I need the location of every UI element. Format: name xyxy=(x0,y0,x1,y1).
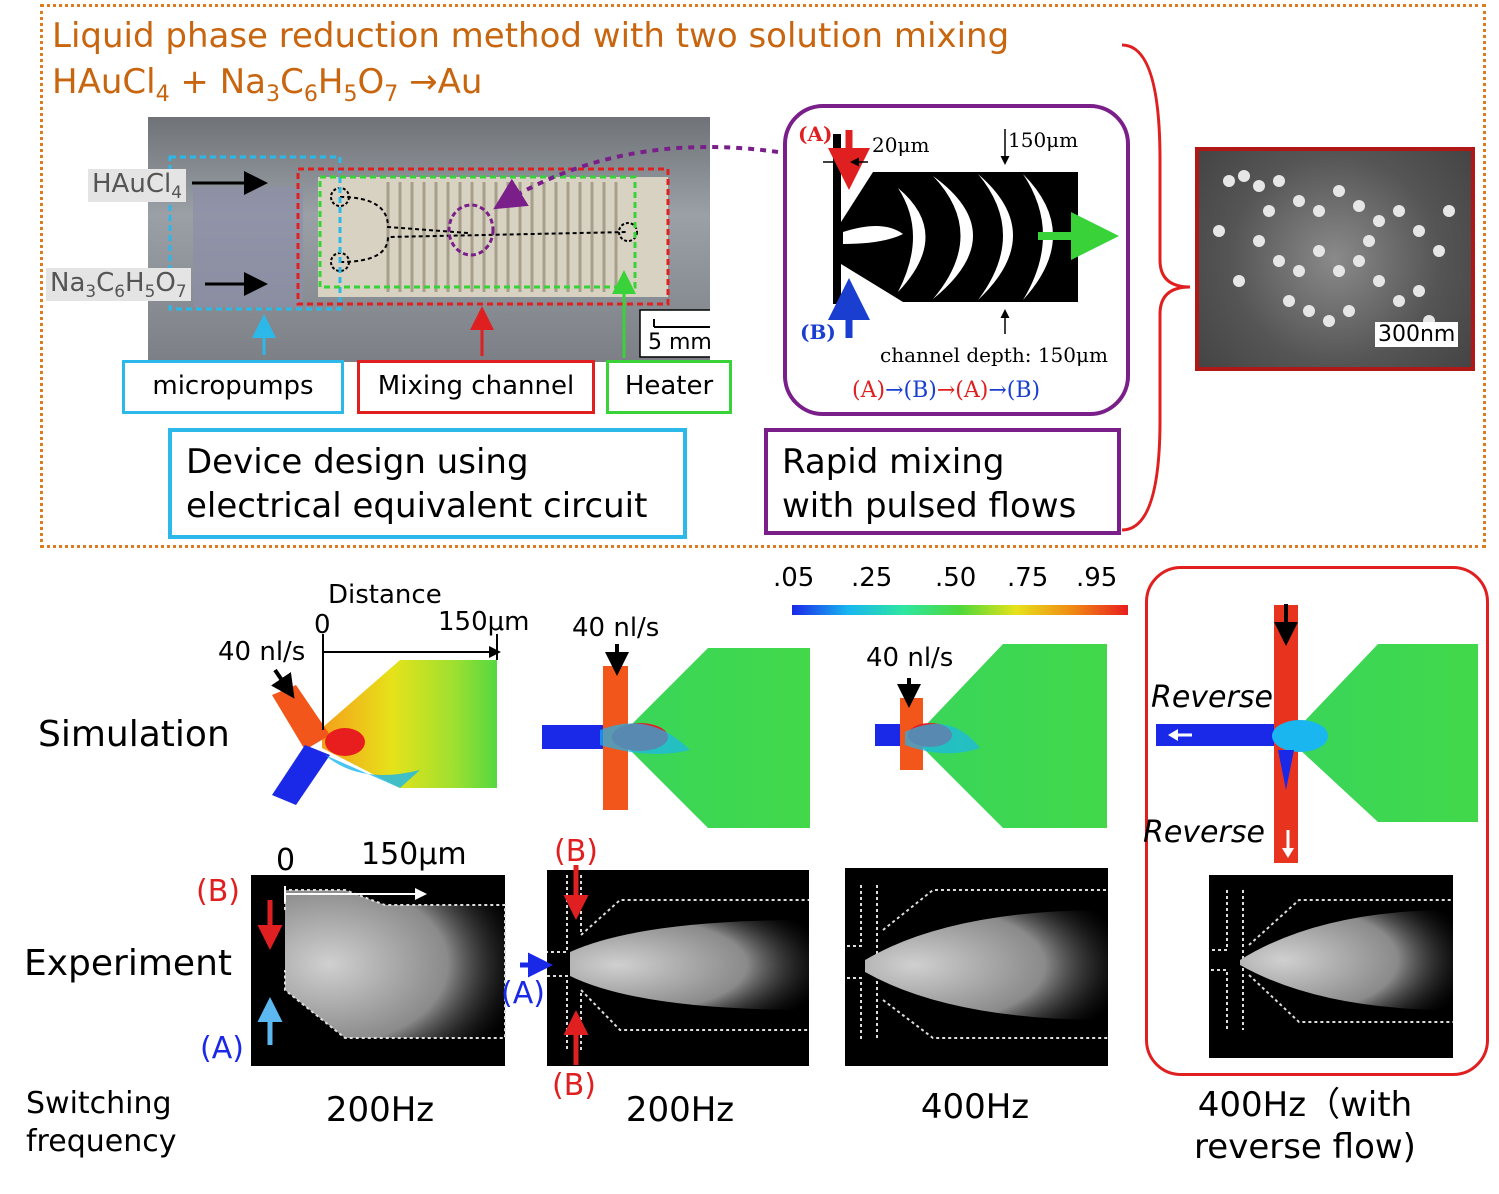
inlet-citrate: Na3C6H5O7 xyxy=(46,268,191,302)
device-design-line1: Device design using xyxy=(186,442,529,482)
colorbar-tick-0: .05 xyxy=(773,563,815,593)
inset-150um: 150μm xyxy=(1008,128,1079,152)
colorbar-tick-3: .75 xyxy=(1007,563,1049,593)
device-design-line2: electrical equivalent circuit xyxy=(186,486,648,526)
colorbar-tick-2: .50 xyxy=(935,563,977,593)
sim-reverse-1: Reverse xyxy=(1151,680,1273,715)
exp-150um-label: 150μm xyxy=(361,837,467,872)
freq-2: 200Hz xyxy=(625,1090,735,1130)
scale-bar-label: 5 mm xyxy=(648,330,712,355)
switching-frequency-label: Switching frequency xyxy=(26,1086,177,1159)
mixing-channel-label: Mixing channel xyxy=(357,360,595,414)
sim-zero-label: 0 xyxy=(314,610,331,640)
colorbar-tick-1: .25 xyxy=(851,563,893,593)
title-line1: Liquid phase reduction method with two s… xyxy=(52,16,1010,56)
sem-particles xyxy=(1213,170,1455,337)
device-photo-overlay xyxy=(168,155,710,358)
simulation-panels xyxy=(271,604,1478,863)
sim-distance-label: Distance xyxy=(328,580,442,610)
colorbar-tick-4: .95 xyxy=(1076,563,1118,593)
rapid-line2: with pulsed flows xyxy=(782,486,1077,526)
heater-label: Heater xyxy=(606,360,732,414)
sim-flow-1: 40 nl/s xyxy=(218,637,306,667)
exp2-b-bottom-label: (B) xyxy=(552,1068,596,1103)
synthesis-frame xyxy=(40,4,1486,548)
experiment-arrows xyxy=(257,865,589,1065)
sim-flow-2: 40 nl/s xyxy=(572,613,660,643)
device-design-box: Device design using electrical equivalen… xyxy=(168,428,687,539)
sem-scale-label: 300nm xyxy=(1375,322,1459,347)
exp1-b-label: (B) xyxy=(196,874,240,909)
top-arrows xyxy=(192,43,1191,532)
mixer-inset-drawing xyxy=(823,129,1119,338)
exp2-b-top-label: (B) xyxy=(554,834,598,869)
sim-150um-label: 150μm xyxy=(438,607,530,637)
rapid-line1: Rapid mixing xyxy=(782,442,1005,482)
inset-a: (A) xyxy=(798,122,833,146)
micropumps-label: micropumps xyxy=(122,360,344,414)
freq-3: 400Hz xyxy=(920,1087,1030,1127)
exp2-a-label: (A) xyxy=(501,976,545,1011)
freq-4: 400Hz（with reverse flow) xyxy=(1194,1085,1416,1167)
inset-b: (B) xyxy=(800,320,836,344)
inset-depth: channel depth: 150μm xyxy=(880,343,1108,367)
sim-reverse-2: Reverse xyxy=(1143,815,1265,850)
experiment-row-label: Experiment xyxy=(24,943,233,984)
inlet-haucl4: HAuCl4 xyxy=(88,169,186,203)
exp1-a-label: (A) xyxy=(200,1031,244,1066)
sim-flow-3: 40 nl/s xyxy=(866,643,954,673)
exp-zero-label: 0 xyxy=(276,843,296,878)
experiment-drawings xyxy=(284,875,1453,1050)
rapid-mixing-box: Rapid mixing with pulsed flows xyxy=(764,428,1121,535)
reverse-flow-frame xyxy=(1145,566,1489,1076)
inset-20um: 20μm xyxy=(872,133,930,157)
title-equation: HAuCl4 + Na3C6H5O7 →Au xyxy=(52,62,483,107)
simulation-row-label: Simulation xyxy=(38,714,230,755)
freq-1: 200Hz xyxy=(325,1090,435,1130)
inset-sequence: (A)→(B)→(A)→(B) xyxy=(852,378,1041,403)
colorbar xyxy=(792,605,1128,615)
